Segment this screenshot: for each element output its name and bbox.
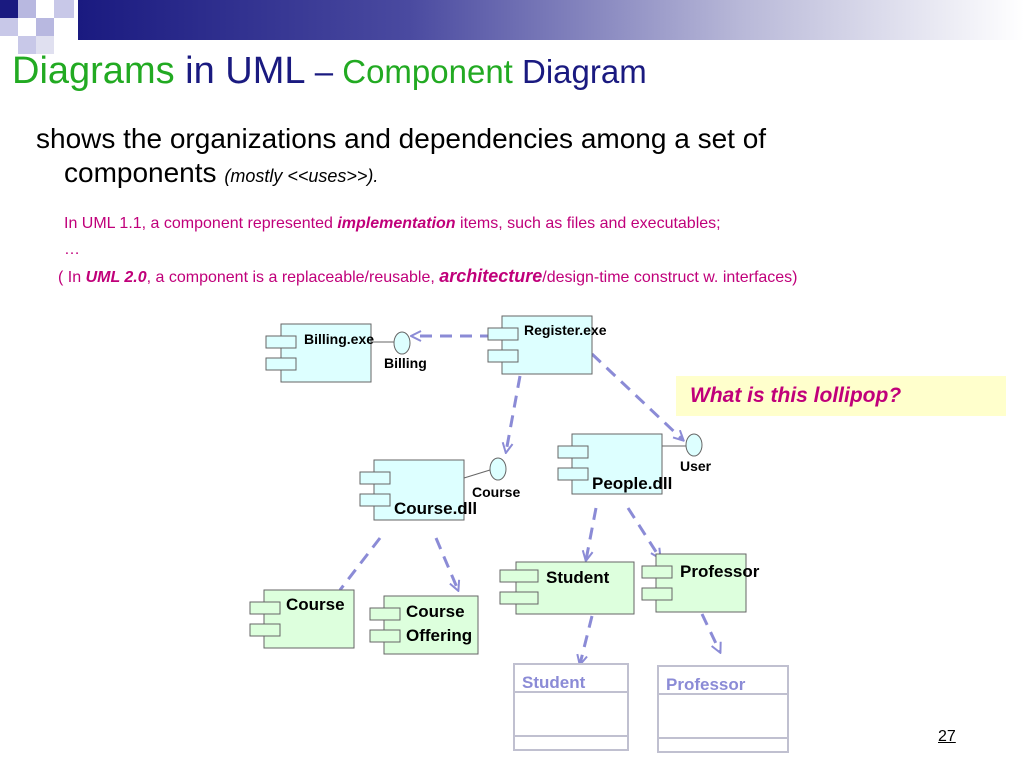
page-number: 27 bbox=[938, 728, 956, 745]
uml20-note: ( In UML 2.0, a component is a replaceab… bbox=[58, 266, 798, 288]
title-part-diagrams: Diagrams bbox=[12, 50, 175, 92]
component-professor-label: Professor bbox=[680, 562, 760, 581]
header-deco-square bbox=[36, 0, 54, 18]
header-deco-square bbox=[36, 18, 54, 36]
uml20-emph-2: architecture bbox=[439, 266, 543, 286]
component-people-dll-label: People.dll bbox=[592, 474, 672, 493]
bullet-line-1: shows the organizations and dependencies… bbox=[36, 123, 767, 154]
page-title: Diagrams in UML – Component Diagram bbox=[12, 52, 647, 90]
header-gradient-bar bbox=[78, 0, 1024, 40]
component-course-label: Course bbox=[286, 595, 345, 614]
uml20-suffix: /design-time construct w. interfaces) bbox=[542, 269, 798, 286]
uml20-middle: , a component is a replaceable/reusable, bbox=[146, 269, 440, 286]
dep-people-to-student bbox=[586, 507, 598, 560]
component-billing-exe-label: Billing.exe bbox=[304, 331, 374, 347]
class-student-label: Student bbox=[522, 673, 586, 692]
course-interface-lollipop bbox=[489, 457, 507, 481]
uml11-note: In UML 1.1, a component represented impl… bbox=[64, 214, 721, 234]
user-interface-lollipop bbox=[685, 433, 703, 457]
uml20-prefix: ( In bbox=[58, 269, 86, 286]
component-course-offering-label-1: Course bbox=[406, 602, 465, 621]
dep-professor-to-class bbox=[700, 613, 720, 652]
class-professor: Professor bbox=[657, 665, 789, 753]
uml11-emph: implementation bbox=[337, 215, 456, 232]
title-part-diagram: Diagram bbox=[512, 53, 647, 90]
bullet-line-2: components (mostly <<uses>>). bbox=[36, 156, 378, 193]
bullet-line-2-text: components bbox=[64, 157, 225, 188]
component-billing-exe: Billing.exe bbox=[265, 323, 374, 383]
lollipop-callout: What is this lollipop? bbox=[676, 376, 1006, 416]
class-student: Student bbox=[513, 663, 629, 751]
uml11-ellipsis: … bbox=[64, 241, 80, 258]
component-professor: Professor bbox=[641, 553, 760, 613]
component-student: Student bbox=[499, 561, 635, 615]
title-part-component: Component bbox=[342, 53, 513, 90]
main-bullet: shows the organizations and dependencies… bbox=[36, 122, 996, 193]
component-register-exe-label: Register.exe bbox=[524, 322, 607, 338]
component-course-offering-label-2: Offering bbox=[406, 626, 472, 645]
component-course-dll-label: Course.dll bbox=[394, 499, 477, 518]
header-deco-square bbox=[18, 0, 36, 18]
dependency-arrows bbox=[338, 336, 720, 664]
course-interface-stem bbox=[463, 469, 491, 479]
component-course: Course bbox=[249, 589, 355, 649]
component-student-label: Student bbox=[546, 568, 610, 587]
title-part-dash: – bbox=[305, 53, 343, 90]
dep-register-to-course bbox=[506, 375, 522, 452]
component-course-dll: Course.dll bbox=[359, 459, 477, 521]
class-professor-label: Professor bbox=[666, 675, 746, 694]
dep-student-to-class bbox=[580, 615, 594, 664]
uml20-emph-1: UML 2.0 bbox=[85, 269, 147, 286]
header-deco-square bbox=[36, 36, 54, 54]
uml11-prefix: In UML 1.1, a component represented bbox=[64, 215, 338, 232]
dep-coursedll-to-courseoffering bbox=[434, 537, 458, 590]
dep-coursedll-to-course bbox=[338, 537, 382, 591]
user-interface-label: User bbox=[680, 458, 712, 474]
uml11-suffix: items, such as files and executables; bbox=[455, 215, 721, 232]
dep-register-to-user bbox=[590, 352, 683, 440]
component-people-dll: People.dll bbox=[557, 433, 672, 495]
title-part-in-uml: in UML bbox=[174, 50, 306, 92]
header-deco-square bbox=[54, 0, 74, 18]
header-deco-square bbox=[0, 18, 18, 36]
bullet-note: (mostly <<uses>>). bbox=[224, 166, 379, 186]
billing-interface-lollipop bbox=[393, 331, 411, 355]
component-register-exe: Register.exe bbox=[487, 315, 607, 375]
component-course-offering: Course Offering bbox=[369, 595, 479, 655]
billing-interface-label: Billing bbox=[384, 355, 427, 371]
lollipop-callout-text: What is this lollipop? bbox=[690, 384, 902, 407]
header-deco-square bbox=[18, 36, 36, 54]
dep-people-to-professor bbox=[626, 507, 660, 558]
header-deco-square bbox=[0, 0, 18, 18]
course-interface-label: Course bbox=[472, 484, 520, 500]
